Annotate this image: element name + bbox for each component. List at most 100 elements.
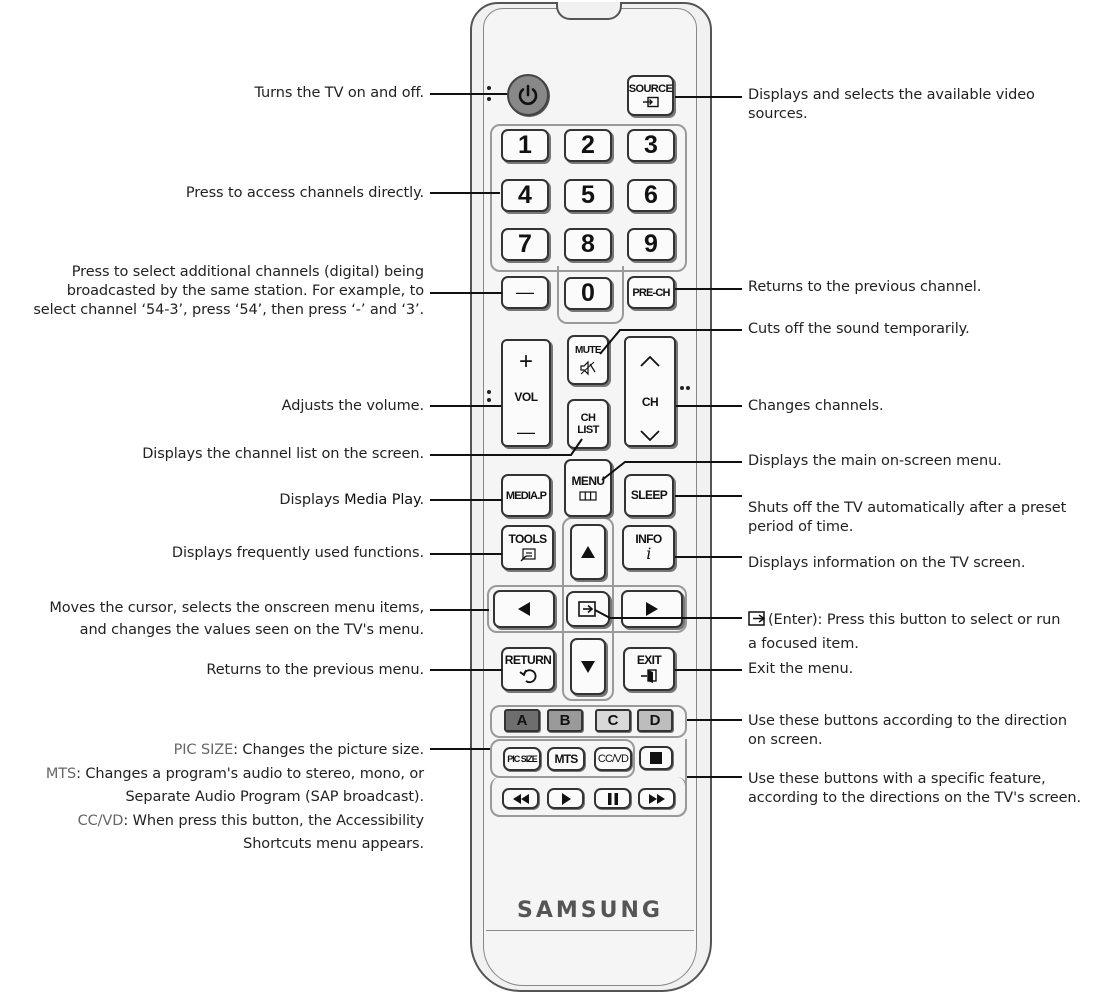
menu-label: MENU (571, 474, 606, 488)
callout-channels: Changes channels. (748, 397, 884, 416)
callout-volume-text: Adjusts the volume. (281, 398, 424, 414)
callout-info-text: Displays information on the TV screen. (748, 555, 1026, 571)
callout-enter-line2: a focused item. (748, 636, 859, 652)
callout-cursor-line2: and changes the values seen on the TV's … (79, 622, 424, 638)
color-a-button[interactable]: A (504, 709, 540, 732)
exit-button[interactable]: EXIT (623, 647, 675, 691)
prech-button[interactable]: PRE-CH (627, 276, 675, 309)
number-pad-group (490, 124, 687, 272)
mts-label: MTS (554, 752, 579, 766)
cc-vd-button[interactable]: CC/VD (594, 747, 632, 771)
callout-prech-text: Returns to the previous channel. (748, 279, 982, 295)
left-arrow-button[interactable] (493, 590, 555, 628)
triangle-right-icon (646, 602, 658, 616)
callout-feature-line2: according to the directions on the TV's … (748, 790, 1082, 806)
channel-up-button[interactable] (626, 348, 674, 374)
callout-return-text: Returns to the previous menu. (206, 662, 424, 678)
callout-mts-text-2: Separate Audio Program (SAP broadcast). (125, 789, 424, 805)
right-arrow-button[interactable] (621, 590, 683, 628)
media-play-label: MEDIA.P (505, 489, 547, 502)
rewind-button[interactable] (502, 788, 539, 809)
fast-forward-icon (648, 793, 665, 804)
color-d-button[interactable]: D (637, 709, 673, 732)
digit-3-button[interactable]: 3 (627, 129, 675, 162)
callout-dash-line2: broadcasted by the same station. For exa… (66, 283, 424, 299)
callout-cursor-line1: Moves the cursor, selects the onscreen m… (49, 600, 424, 616)
sleep-button[interactable]: SLEEP (624, 474, 674, 517)
remote-bottom-curve (486, 930, 694, 981)
callout-menu-text: Displays the main on-screen menu. (748, 453, 1002, 469)
callout-volume: Adjusts the volume. (282, 397, 424, 416)
down-arrow-button[interactable] (570, 638, 606, 695)
tools-button[interactable]: TOOLS (501, 525, 554, 570)
callout-sleep-line1: Shuts off the TV automatically after a p… (748, 500, 1067, 516)
callout-exit-text: Exit the menu. (748, 661, 854, 677)
pic-size-button[interactable]: PIC SIZE (503, 747, 541, 771)
digit-0-button[interactable]: 0 (564, 277, 612, 310)
color-b-button[interactable]: B (547, 709, 583, 732)
callout-source-line2: sources. (748, 106, 808, 122)
exit-door-icon (641, 669, 657, 683)
callout-color-keys: Use these buttons according to the direc… (748, 712, 1067, 750)
volume-down-button[interactable]: — (503, 419, 549, 445)
ch-text: CH (641, 395, 659, 409)
color-c-button[interactable]: C (595, 709, 631, 732)
color-b-label: B (559, 712, 571, 729)
input-source-icon (642, 96, 659, 108)
menu-button[interactable]: MENU (564, 459, 612, 517)
digit-1-button[interactable]: 1 (501, 129, 549, 162)
digit-label: 7 (518, 230, 532, 258)
digit-2-button[interactable]: 2 (564, 129, 612, 162)
media-play-button[interactable]: MEDIA.P (501, 474, 551, 517)
fast-forward-button[interactable] (638, 788, 675, 809)
info-icon: i (646, 544, 651, 563)
digit-label: 1 (518, 131, 532, 159)
mts-button[interactable]: MTS (547, 747, 585, 771)
digit-5-button[interactable]: 5 (564, 179, 612, 212)
digit-7-button[interactable]: 7 (501, 228, 549, 261)
enter-button[interactable] (566, 591, 610, 627)
dash-button[interactable]: — (501, 276, 549, 309)
callout-sleep-line2: period of time. (748, 519, 854, 535)
info-label: INFO (635, 532, 662, 546)
callout-cursor: Moves the cursor, selects the onscreen m… (49, 597, 424, 641)
source-button[interactable]: SOURCE (627, 75, 674, 116)
return-arrow-icon (519, 669, 537, 684)
dash-label: — (516, 282, 534, 302)
mute-speaker-icon (580, 360, 596, 376)
playback-group-left (490, 777, 687, 817)
channel-down-button[interactable] (626, 426, 674, 446)
power-indicator-dot (487, 97, 491, 101)
power-button[interactable] (507, 74, 549, 116)
callout-channel-list: Displays the channel list on the screen. (142, 445, 424, 464)
info-button[interactable]: INFO i (622, 525, 675, 570)
channel-indicator-dot (686, 386, 690, 390)
rewind-icon (512, 793, 529, 804)
color-keys-group (490, 705, 687, 738)
callout-picsize-key: PIC SIZE (173, 742, 234, 758)
digit-9-button[interactable]: 9 (627, 228, 675, 261)
play-button[interactable] (547, 788, 584, 809)
channel-list-button[interactable]: CH LIST (567, 399, 609, 449)
digit-4-button[interactable]: 4 (501, 179, 549, 212)
ch-label: CH (626, 392, 674, 412)
callout-menu: Displays the main on-screen menu. (748, 452, 1002, 471)
callout-sleep: Shuts off the TV automatically after a p… (748, 499, 1066, 537)
digit-6-button[interactable]: 6 (627, 179, 675, 212)
callout-exit: Exit the menu. (748, 660, 853, 679)
digit-8-button[interactable]: 8 (564, 228, 612, 261)
callout-mts-key: MTS (45, 765, 77, 782)
mute-button[interactable]: MUTE (567, 335, 609, 385)
stop-button[interactable] (639, 746, 673, 770)
callout-prech: Returns to the previous channel. (748, 278, 981, 297)
return-button[interactable]: RETURN (501, 647, 555, 691)
exit-label: EXIT (636, 653, 662, 667)
callout-mediap-pre: Displays (279, 492, 345, 508)
up-arrow-button[interactable] (570, 524, 606, 580)
volume-indicator-dot (487, 398, 491, 402)
pause-button[interactable] (594, 788, 631, 809)
color-c-label: C (607, 712, 619, 729)
callout-channels-text: Changes channels. (748, 398, 884, 414)
volume-up-button[interactable]: + (503, 347, 549, 377)
